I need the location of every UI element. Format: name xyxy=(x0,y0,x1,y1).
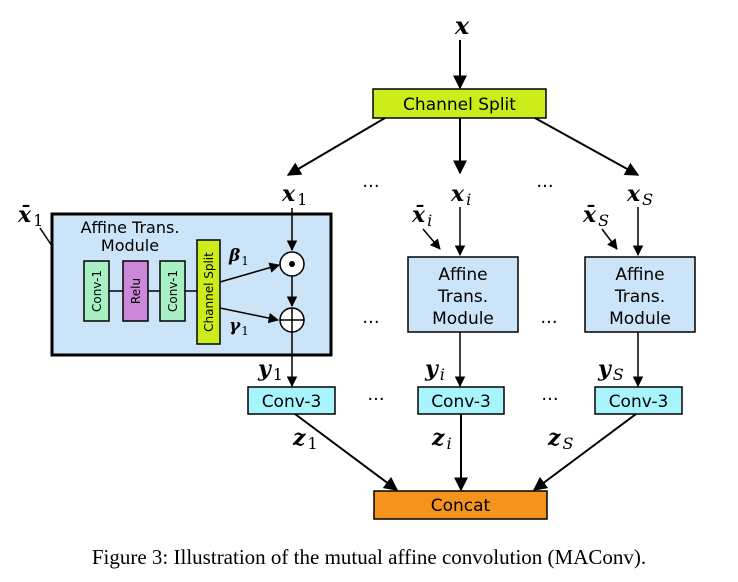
concat-label: Concat xyxy=(431,496,491,516)
ellipsis-bot-2: ··· xyxy=(541,389,558,410)
gamma-arrow xyxy=(219,307,280,324)
concat-block: Concat xyxy=(373,490,548,520)
xbars-label: x̄S xyxy=(582,202,609,230)
conv3-block-s: Conv-3 xyxy=(594,386,683,415)
conv1-b-label: Conv-1 xyxy=(166,270,180,312)
conv3-label-i: Conv-3 xyxy=(431,392,491,412)
conv3-block-1: Conv-3 xyxy=(247,386,336,415)
inner-channel-split-label: Channel Split xyxy=(202,252,216,332)
gamma-label: γ1 xyxy=(229,316,249,338)
channel-split-block: Channel Split xyxy=(372,88,547,119)
inner-channel-split-block xyxy=(196,239,221,345)
affine-module-s: Affine Trans. Module xyxy=(584,256,696,333)
ellipsis-mid-2: ··· xyxy=(540,312,557,333)
conv1-b-block xyxy=(159,260,186,322)
conv1-a-block xyxy=(83,260,110,322)
ellipsis-top-2: ··· xyxy=(536,176,553,197)
conv3-block-i: Conv-3 xyxy=(417,386,505,415)
zs-arrow xyxy=(532,413,637,491)
affine-detail-box: Affine Trans. Module Conv-1 Relu Conv-1 … xyxy=(50,208,333,357)
xbar1-label: x̄1 xyxy=(17,202,43,230)
channel-split-label: Channel Split xyxy=(403,95,516,115)
affine-s-line3: Module xyxy=(609,309,671,329)
ellipsis-top-1: ··· xyxy=(362,176,379,197)
input-x-label: x xyxy=(454,11,470,40)
affine-i-line1: Affine xyxy=(438,265,487,285)
conv3-label-s: Conv-3 xyxy=(609,392,669,412)
affine-s-line1: Affine xyxy=(615,265,664,285)
conv3-label-1: Conv-3 xyxy=(262,392,322,412)
split-arrow-s xyxy=(534,117,640,176)
affine-module-i: Affine Trans. Module xyxy=(407,256,519,333)
split-arrow-1 xyxy=(286,117,386,176)
conv1-a-label: Conv-1 xyxy=(90,270,104,312)
beta-label: β1 xyxy=(228,246,249,268)
xbari-label: x̄i xyxy=(411,202,432,230)
figure-caption: Figure 3: Illustration of the mutual aff… xyxy=(92,545,646,569)
z1-arrow xyxy=(294,413,399,491)
relu-label: Relu xyxy=(129,278,143,304)
xbari-arrow xyxy=(422,228,441,250)
ellipsis-mid-1: ··· xyxy=(362,312,379,333)
beta-arrow xyxy=(219,262,281,283)
affine-s-line2: Trans. xyxy=(614,287,665,307)
affine-detail-title-1: Affine Trans. xyxy=(81,218,180,237)
affine-i-line3: Module xyxy=(432,309,494,329)
ellipsis-bot-1: ··· xyxy=(367,389,384,410)
affine-i-line2: Trans. xyxy=(437,287,488,307)
affine-detail-title-2: Module xyxy=(101,236,159,255)
xbars-arrow xyxy=(601,228,618,250)
relu-block xyxy=(122,260,149,322)
